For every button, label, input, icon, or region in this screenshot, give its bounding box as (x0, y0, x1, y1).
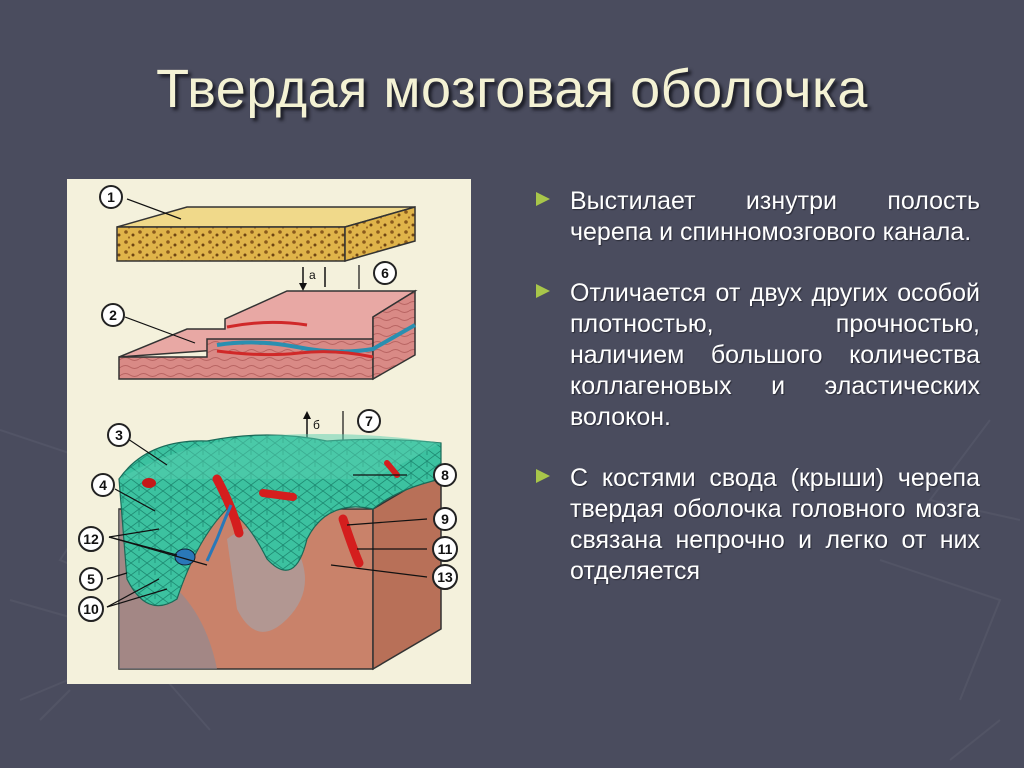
label-11: 11 (432, 536, 458, 562)
label-3: 3 (107, 423, 131, 447)
bullet-list: Выстилает изнутри полость черепа и спинн… (536, 186, 980, 617)
svg-text:11: 11 (438, 541, 453, 557)
svg-text:1: 1 (107, 189, 115, 205)
bullet-item: С костями свода (крыши) черепа твердая о… (536, 463, 980, 587)
bone-layer-block (116, 206, 416, 262)
svg-text:10: 10 (83, 601, 99, 617)
svg-text:4: 4 (99, 477, 107, 493)
svg-text:13: 13 (437, 569, 453, 585)
svg-text:2: 2 (109, 307, 117, 323)
label-12: 12 (78, 526, 104, 552)
triangle-bullet-icon (536, 192, 550, 206)
dura-mater-diagram: а б (78, 185, 458, 671)
slide-title: Твердая мозговая оболочка (156, 59, 868, 119)
triangle-bullet-icon (536, 284, 550, 298)
label-10: 10 (78, 596, 104, 622)
svg-text:а: а (309, 268, 316, 282)
label-13: 13 (432, 564, 458, 590)
label-1: 1 (99, 185, 123, 209)
svg-text:б: б (313, 418, 320, 432)
label-5: 5 (79, 567, 103, 591)
bullet-text: Выстилает изнутри полость черепа и спинн… (570, 187, 980, 246)
label-8: 8 (433, 463, 457, 487)
label-4: 4 (91, 473, 115, 497)
dura-mater-illustration: а б (67, 179, 471, 684)
label-6: 6 (373, 261, 397, 285)
brain-section-block (118, 434, 442, 671)
svg-text:9: 9 (441, 511, 449, 527)
svg-text:12: 12 (83, 531, 99, 547)
label-9: 9 (433, 507, 457, 531)
label-7: 7 (357, 409, 381, 433)
callout-lines (106, 198, 428, 608)
label-2: 2 (101, 303, 125, 327)
svg-text:8: 8 (441, 467, 449, 483)
svg-text:7: 7 (365, 413, 373, 429)
dura-layer-block (118, 289, 418, 381)
bullet-text: Отличается от двух других особой плотнос… (570, 279, 980, 431)
svg-text:6: 6 (381, 265, 389, 281)
svg-text:3: 3 (115, 427, 123, 443)
triangle-bullet-icon (536, 469, 550, 483)
bullet-text: С костями свода (крыши) черепа твердая о… (570, 464, 980, 585)
bullet-item: Выстилает изнутри полость черепа и спинн… (536, 186, 980, 248)
svg-text:5: 5 (87, 571, 95, 587)
separation-arrows-a: а (299, 265, 360, 291)
bullet-item: Отличается от двух других особой плотнос… (536, 278, 980, 433)
